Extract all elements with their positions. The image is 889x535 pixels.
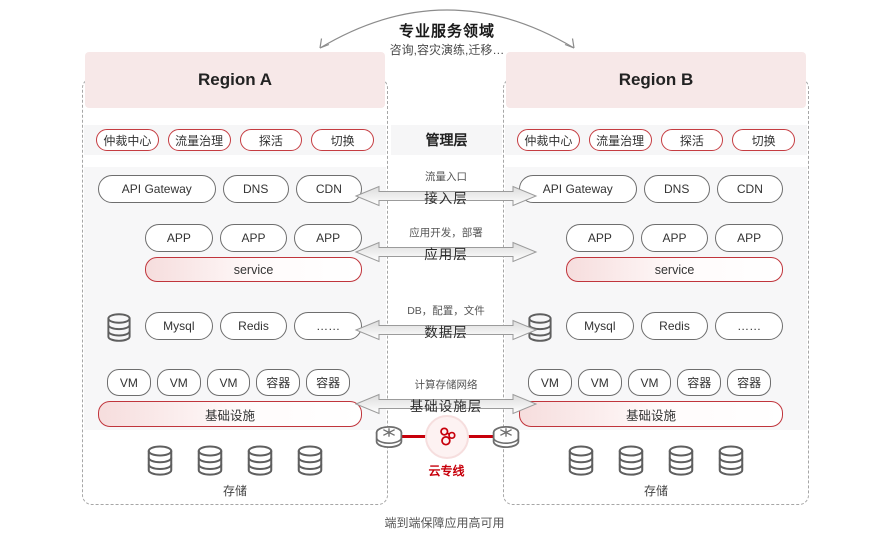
service-bar: service [145,257,362,282]
region-a: Region A 仲裁中心 流量治理 探活 切换 API Gateway DNS… [82,52,388,507]
compute-layer-row: VM VM VM 容器 容器 [107,369,350,397]
infrastructure-bar: 基础设施 [98,401,362,427]
access-layer-row: API Gateway DNS CDN [519,175,783,205]
vm-node: VM [206,369,251,396]
cdn-node: CDN [295,175,362,203]
footer-caption: 端到端保障应用高可用 [384,516,505,530]
region-b-header: Region B [506,52,806,108]
router-icon [371,419,407,455]
region-link-arc-arrow [319,9,575,49]
storage-label: 存储 [222,484,247,498]
region-a-control-band: 仲裁中心 流量治理 探活 切换 [84,125,386,155]
data-layer-label: 数据层 [424,325,468,340]
access-layer-arrow: 接入层 [354,184,538,208]
more-db-node: …… [294,312,363,340]
database-icon [102,308,136,346]
storage-label: 存储 [643,484,668,498]
app-layer-note: 应用开发，部署 [409,227,483,239]
infra-layer-note: 计算存储网络 [414,379,478,391]
region-a-panel: API Gateway DNS CDN APP APP APP service … [84,167,386,430]
service-bar: service [566,257,783,282]
redis-node: Redis [640,312,709,340]
storage-db-icon [668,445,694,476]
storage-db-icon [718,445,744,476]
control-pill-traffic: 流量治理 [588,129,652,151]
data-layer-arrow: 数据层 [354,318,538,342]
data-layer-row: Mysql Redis …… [566,312,784,343]
region-b-control-band: 仲裁中心 流量治理 探活 切换 [505,125,807,155]
management-layer-band: 管理层 [391,125,502,155]
access-layer-label: 接入层 [424,191,468,206]
api-gateway-node: API Gateway [98,175,216,203]
dns-node: DNS [643,175,710,203]
vm-node: VM [577,369,622,396]
vm-node: VM [107,369,151,396]
compute-layer-row: VM VM VM 容器 容器 [528,369,771,397]
region-b-panel: API Gateway DNS CDN APP APP APP service … [505,167,807,430]
app-layer-row: APP APP APP [566,224,784,253]
control-pill-traffic: 流量治理 [167,129,231,151]
app-layer-row: APP APP APP [145,224,363,253]
vm-node: VM [627,369,672,396]
app-layer-label: 应用层 [424,247,468,262]
container-node: 容器 [306,369,350,396]
app-node: APP [145,224,213,252]
storage-icons [82,440,388,480]
app-layer-arrow-group: 应用开发，部署 应用层 [354,226,538,264]
vm-node: VM [156,369,201,396]
region-b: Region B 仲裁中心 流量治理 探活 切换 API Gateway DNS… [503,52,809,507]
app-node: APP [219,224,288,252]
storage-db-icon [618,445,644,476]
control-pill-arbitration: 仲裁中心 [517,129,580,151]
control-pill-probe: 探活 [239,129,303,151]
dns-node: DNS [222,175,289,203]
infra-layer-label: 基础设施层 [409,399,483,414]
control-pill-switch: 切换 [732,129,795,151]
cdn-node: CDN [716,175,783,203]
app-node: APP [294,224,363,252]
access-layer-row: API Gateway DNS CDN [98,175,362,205]
diagram-title: 专业服务领域 [398,23,495,40]
dedicated-line-label: 云专线 [428,464,465,478]
container-node: 容器 [677,369,722,396]
storage-db-icon [197,445,223,476]
data-layer-row: Mysql Redis …… [145,312,363,343]
access-layer-arrow-group: 流量入口 接入层 [354,170,538,208]
diagram-subtitle: 咨询,容灾演练,迁移… [389,43,505,57]
app-layer-arrow: 应用层 [354,240,538,264]
more-db-node: …… [715,312,784,340]
mysql-node: Mysql [566,312,634,340]
control-pill-switch: 切换 [311,129,374,151]
storage-db-icon [247,445,273,476]
infra-layer-arrow: 基础设施层 [354,392,538,416]
region-b-title: Region B [618,70,694,89]
data-layer-arrow-group: DB，配置，文件 数据层 [354,304,538,342]
storage-icons [503,440,809,480]
router-icon [488,419,524,455]
control-pill-probe: 探活 [660,129,724,151]
control-pill-arbitration: 仲裁中心 [96,129,159,151]
data-layer-note: DB，配置，文件 [407,305,485,317]
app-node: APP [715,224,784,252]
infra-layer-arrow-group: 计算存储网络 基础设施层 [354,378,538,416]
access-layer-note: 流量入口 [425,171,467,183]
app-node: APP [566,224,634,252]
redis-node: Redis [219,312,288,340]
cloud-link-icon [425,415,469,459]
region-a-title: Region A [198,70,272,89]
container-node: 容器 [727,369,771,396]
region-a-header: Region A [85,52,385,108]
app-node: APP [640,224,709,252]
vm-node: VM [528,369,572,396]
mysql-node: Mysql [145,312,213,340]
storage-db-icon [568,445,594,476]
storage-db-icon [147,445,173,476]
storage-db-icon [297,445,323,476]
container-node: 容器 [256,369,301,396]
management-layer-label: 管理层 [425,132,468,148]
infrastructure-bar: 基础设施 [519,401,783,427]
